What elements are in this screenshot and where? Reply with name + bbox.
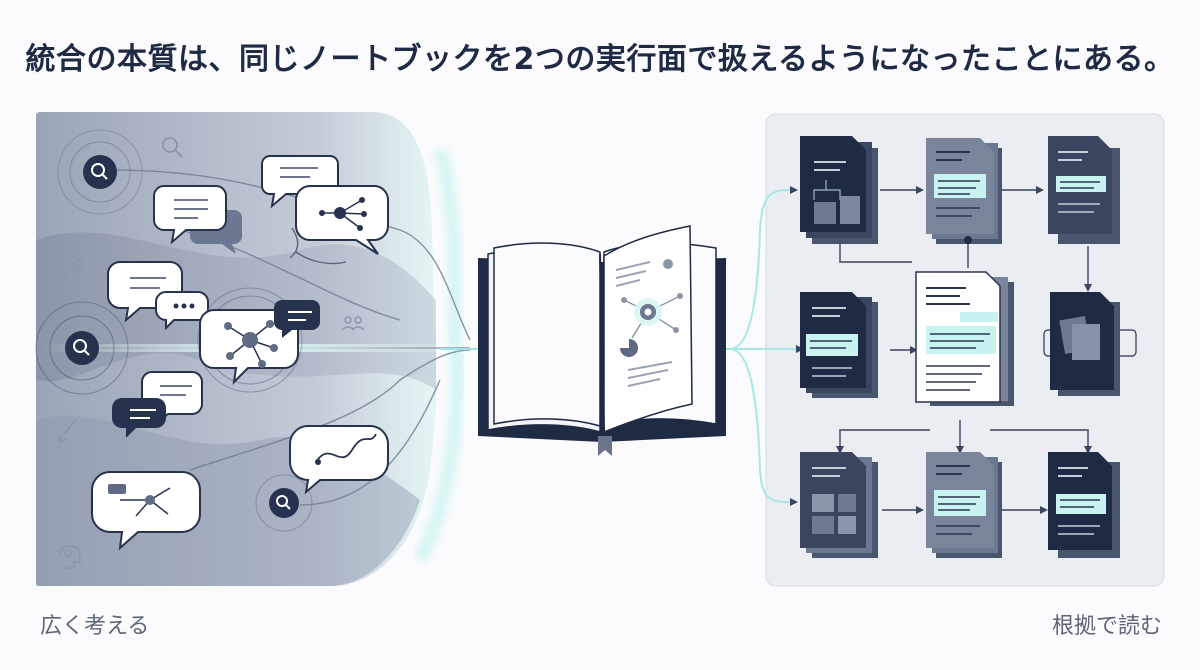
bookmark-icon xyxy=(598,436,612,456)
paintbrush-icon xyxy=(58,419,77,444)
right-evidence-panel xyxy=(729,113,1165,587)
network-icon xyxy=(295,185,389,255)
document-icon xyxy=(1048,136,1120,244)
people-icon xyxy=(341,316,365,331)
search-icon xyxy=(162,137,183,158)
search-icon xyxy=(57,129,143,215)
chat-bubble-icon xyxy=(107,261,209,331)
chat-bubble-icon xyxy=(112,371,203,438)
chat-bubble-icon xyxy=(153,185,242,254)
chat-bubble-icon xyxy=(91,471,201,551)
document-icon xyxy=(926,452,1002,558)
chat-bubble-icon xyxy=(289,425,389,495)
document-icon xyxy=(800,452,878,558)
document-icon xyxy=(1043,292,1137,396)
search-icon xyxy=(35,301,129,395)
right-caption: 根拠で読む xyxy=(1051,614,1162,639)
open-book-icon xyxy=(440,225,762,456)
document-icon xyxy=(926,138,1002,244)
search-icon xyxy=(255,474,313,532)
brain-icon xyxy=(59,545,81,569)
document-icon xyxy=(800,292,878,398)
document-icon xyxy=(800,136,878,244)
network-icon xyxy=(197,287,320,393)
document-icon xyxy=(1048,452,1120,558)
scribble-arrow xyxy=(289,227,347,265)
left-caption: 広く考える xyxy=(40,614,150,639)
headline: 統合の本質は、同じノートブックを2つの実行面で扱えるようになったことにある。 xyxy=(25,42,1175,77)
left-thinking-panel xyxy=(35,112,480,586)
magic-wand-icon xyxy=(61,255,87,279)
document-icon xyxy=(915,271,1014,406)
